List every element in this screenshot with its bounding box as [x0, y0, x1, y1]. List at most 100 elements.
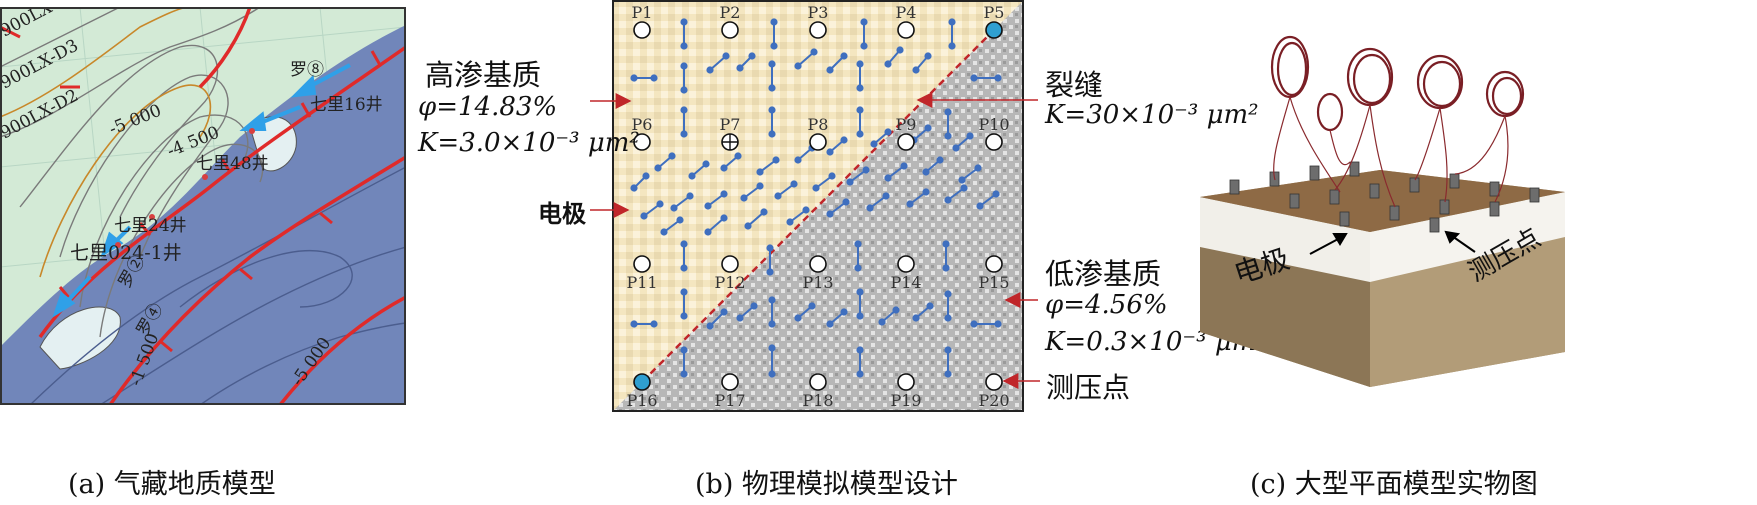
- pressure-point-p2: [721, 21, 739, 39]
- pressure-point-p17: [721, 373, 739, 391]
- electrode-dot: [952, 144, 960, 152]
- pressure-point-label-p2: P2: [720, 3, 741, 22]
- electrode-dot: [944, 346, 952, 354]
- pressure-point-p14: [897, 255, 915, 273]
- pressure-point-p4: [897, 21, 915, 39]
- electrode-dot: [676, 216, 684, 224]
- electrode-dot: [924, 52, 932, 60]
- pressure-point-label-p7: P7: [720, 115, 741, 134]
- electrode-dot: [948, 18, 956, 26]
- electrode-dot: [720, 164, 728, 172]
- electrode-dot: [884, 174, 892, 182]
- caption-a: (a) 气藏地质模型: [68, 469, 276, 500]
- electrode-dot: [770, 42, 778, 50]
- pressure-point-p1: [633, 21, 651, 39]
- pressure-point-p8: [809, 133, 827, 151]
- electrode-dot: [826, 148, 834, 156]
- electrode-layer: [630, 18, 1002, 378]
- electrode-dot: [786, 218, 794, 226]
- electrode-label: 电极: [538, 200, 586, 228]
- electrode-dot: [826, 210, 834, 218]
- fracture-line: [641, 29, 995, 383]
- electrode-dot: [768, 370, 776, 378]
- electrode-dot: [650, 74, 658, 82]
- electrode-dot: [926, 302, 934, 310]
- electrode-dot: [736, 64, 744, 72]
- electrode-dot: [944, 290, 952, 298]
- electrode-dot: [922, 188, 930, 196]
- pressure-point-label-p9: P9: [896, 115, 917, 134]
- electrode-dot: [842, 198, 850, 206]
- electrode-dot: [856, 312, 864, 320]
- pressure-point-p13: [809, 255, 827, 273]
- electrode-dot: [896, 46, 904, 54]
- electrode-dot: [774, 192, 782, 200]
- electrode-dot: [766, 244, 774, 252]
- electrode-dot: [772, 156, 780, 164]
- pressure-point-label-p12: P12: [714, 273, 745, 292]
- electrode-dot: [768, 84, 776, 92]
- electrode-dot: [650, 320, 658, 328]
- pressure-point-p6: [633, 133, 651, 151]
- pressure-point-p15: [985, 255, 1003, 273]
- pressure-point-label-p6: P6: [632, 115, 653, 134]
- well-name-qili48: 七里48井: [196, 154, 269, 174]
- pressure-point-p12: [721, 255, 739, 273]
- electrode-dot: [680, 18, 688, 26]
- electrode-dot: [794, 156, 802, 164]
- electrode-dot: [944, 196, 952, 204]
- electrode-dot: [790, 180, 798, 188]
- electrode-dot: [944, 108, 952, 116]
- electrode-dot: [702, 160, 710, 168]
- electrode-dot: [720, 308, 728, 316]
- electrode-dot: [854, 240, 862, 248]
- caption-c: (c) 大型平面模型实物图: [1250, 469, 1538, 500]
- pressure-point-label-p16: P16: [626, 391, 657, 410]
- electrode-dot: [856, 130, 864, 138]
- pressure-point-label-p8: P8: [808, 115, 829, 134]
- electrode-dot: [846, 178, 854, 186]
- electrode-dot: [680, 240, 688, 248]
- electrode-dot: [936, 156, 944, 164]
- electrode-dot: [924, 124, 932, 132]
- electrode-dot: [906, 200, 914, 208]
- pressure-point-label-p17: P17: [714, 391, 745, 410]
- electrode-dot: [766, 268, 774, 276]
- electrode-dot: [856, 84, 864, 92]
- electrode-dot: [944, 314, 952, 322]
- pressure-point-label-p19: P19: [890, 391, 921, 410]
- electrode-dot: [912, 66, 920, 74]
- high-matrix-phi: φ=14.83%: [418, 92, 558, 122]
- electrode-dot: [680, 86, 688, 94]
- electrode-dot: [856, 60, 864, 68]
- electrode-dot: [680, 288, 688, 296]
- low-matrix-phi: φ=4.56%: [1045, 290, 1168, 320]
- electrode-dot: [970, 74, 978, 82]
- electrode-dot: [736, 314, 744, 322]
- electrode-dot: [704, 228, 712, 236]
- geological-map-svg: 900LX-D4 900LX-D3 900LX-D2 -5 000 -4 500…: [0, 7, 406, 405]
- electrode-dot: [680, 346, 688, 354]
- electrode-dot: [974, 164, 982, 172]
- electrode-dot: [812, 184, 820, 192]
- pressure-point-p10: [985, 133, 1003, 151]
- well-name-qili24: 七里24井: [114, 216, 187, 236]
- electrode-dot: [958, 176, 966, 184]
- electrode-dot: [866, 204, 874, 212]
- well-name-luo8: 罗⑧: [290, 60, 324, 80]
- electrode-dot: [642, 172, 650, 180]
- panel-c-physical-model-photo: 电极 测压点: [1190, 22, 1570, 402]
- pressure-point-label-p20: P20: [978, 391, 1009, 410]
- high-matrix-title: 高渗基质: [425, 58, 542, 92]
- electrode-dot: [770, 18, 778, 26]
- electrode-dot: [722, 52, 730, 60]
- electrode-dot: [704, 202, 712, 210]
- electrode-dot: [870, 140, 878, 148]
- electrode-dot: [768, 320, 776, 328]
- electrode-dot: [670, 204, 678, 212]
- electrode-dot: [680, 264, 688, 272]
- pressure-point-label-p15: P15: [978, 273, 1009, 292]
- electrode-dot: [768, 296, 776, 304]
- electrode-dot: [656, 200, 664, 208]
- electrode-dot: [944, 132, 952, 140]
